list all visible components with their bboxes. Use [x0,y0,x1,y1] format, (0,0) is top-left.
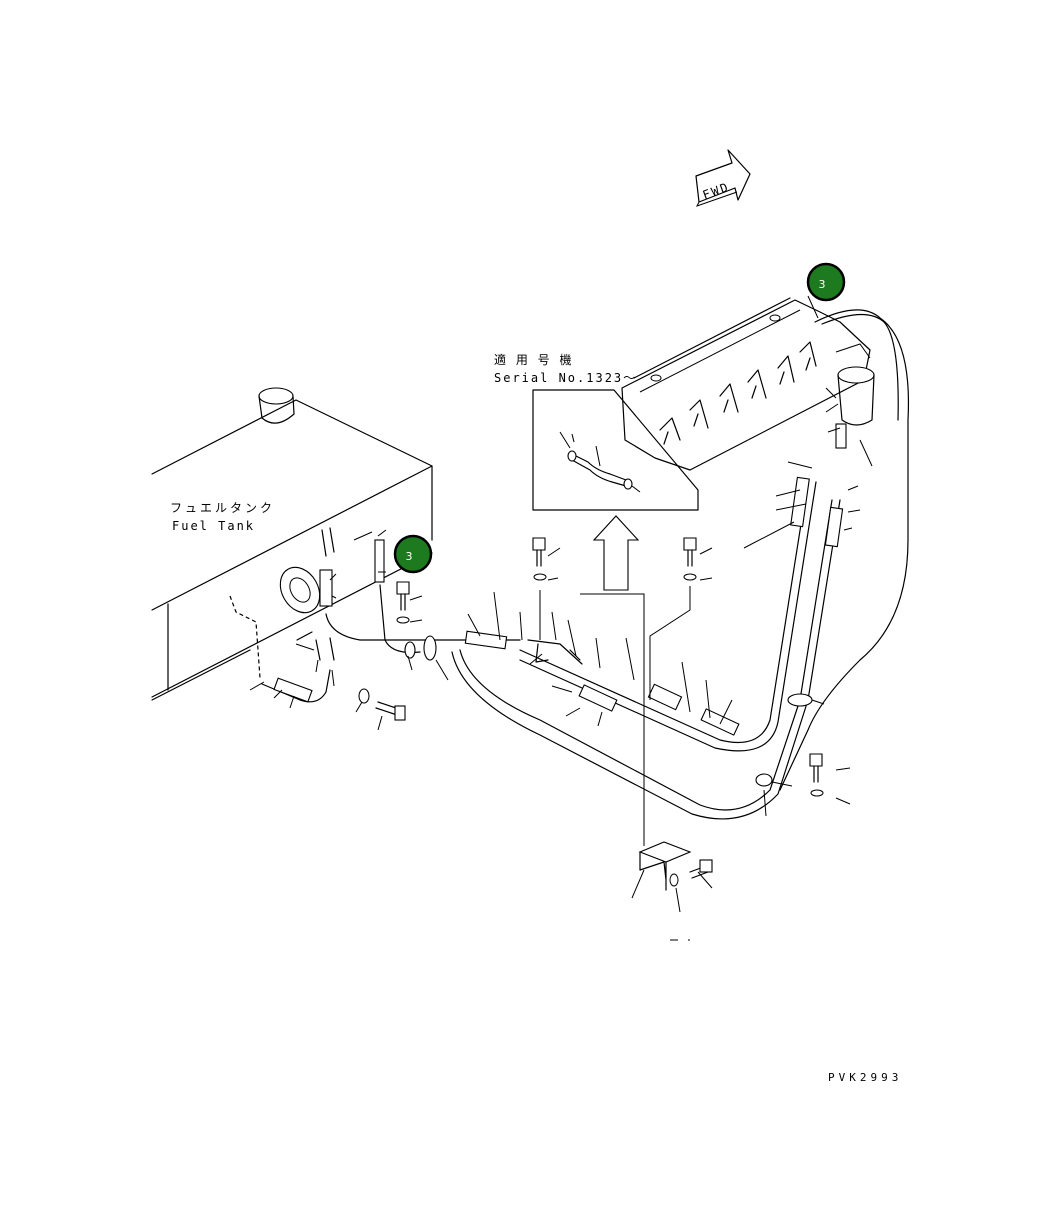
drawing-code: PVK2993 [828,1071,902,1084]
callout-badge-icon: 3 [393,534,433,574]
leader-lines [249,295,873,941]
callout-number: 3 [819,278,826,291]
fasteners [358,537,824,891]
inline-parts [273,423,847,787]
callout-badge-icon: 3 [806,262,846,302]
fwd-arrow-icon: FWD [695,149,751,207]
fuel-tank-label-jp: フュエルタンク [170,501,275,515]
fuel-tank [151,387,433,701]
serial-inset-box [532,389,699,846]
serial-label-en: Serial No.1323～ [494,371,637,385]
engine-head [621,297,875,471]
callout-number: 3 [406,550,413,563]
fuel-lines [261,309,910,820]
fuel-tank-label-en: Fuel Tank [172,519,255,533]
serial-label-jp: 適 用 号 機 [494,352,574,367]
